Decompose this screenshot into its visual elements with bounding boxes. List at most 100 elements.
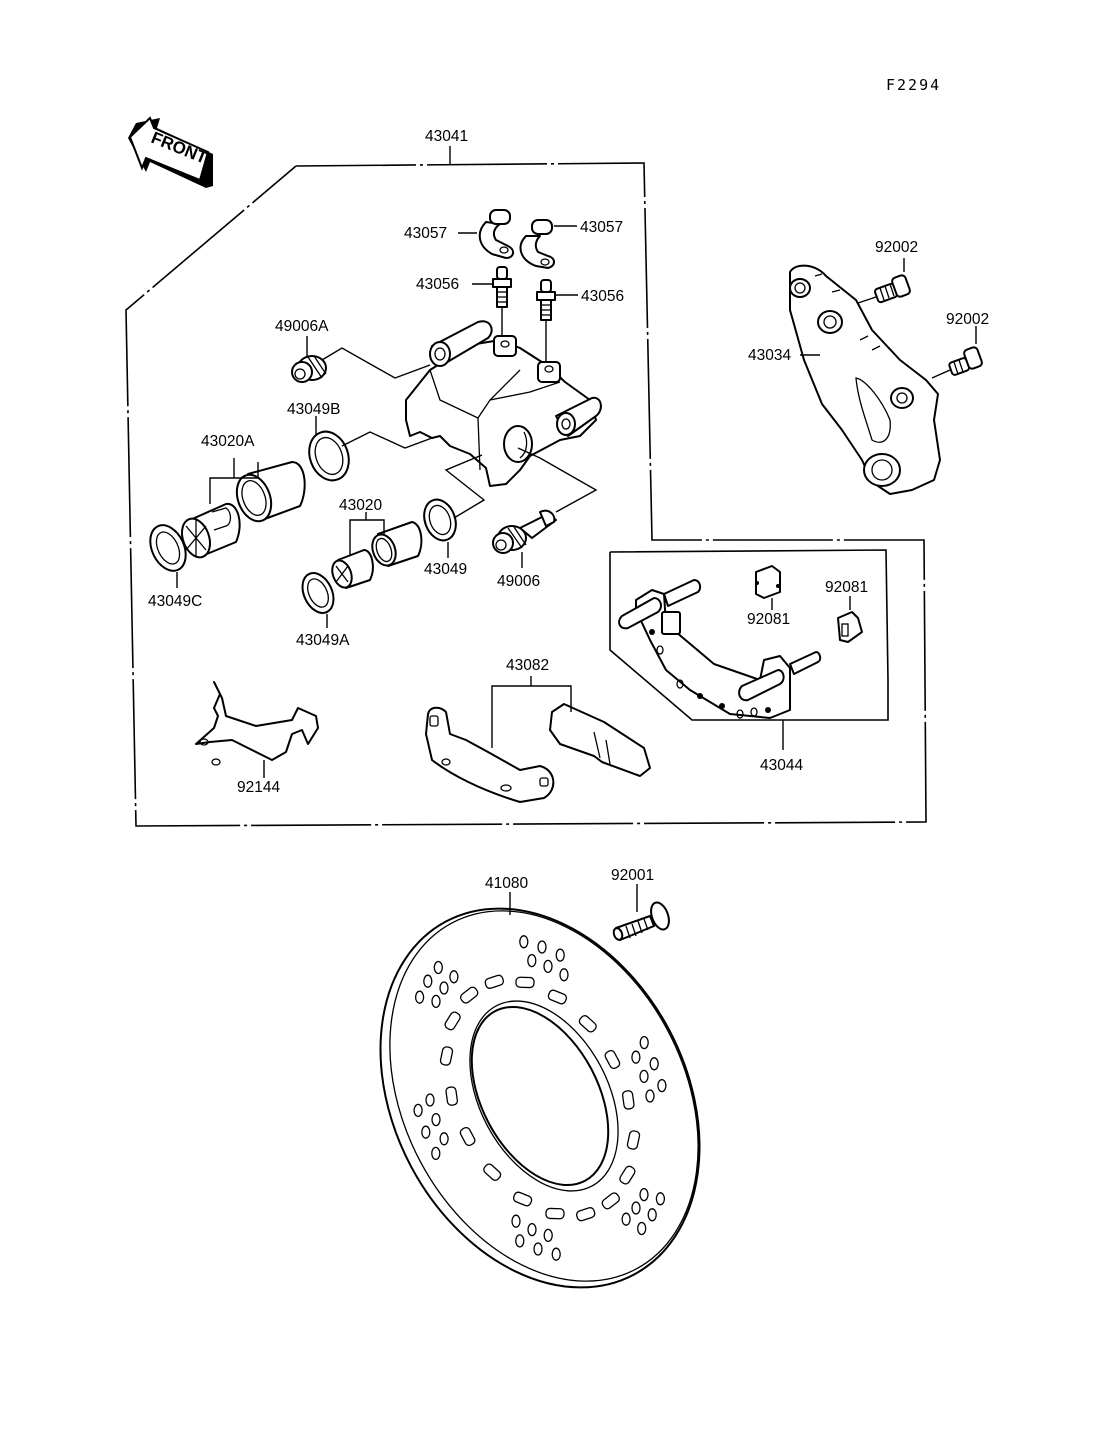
- disc-slot: [484, 974, 505, 989]
- disc-drill-hole: [631, 1201, 641, 1215]
- label-43049[interactable]: 43049: [424, 561, 467, 578]
- label-43044[interactable]: 43044: [760, 757, 803, 774]
- disc-drill-hole: [519, 935, 529, 949]
- caliper-assembly-frame: [125, 146, 927, 827]
- label-43041[interactable]: 43041: [425, 128, 468, 145]
- disc-holes: [413, 935, 667, 1261]
- disc-drill-hole: [533, 1242, 543, 1256]
- disc-drill-hole: [431, 1146, 441, 1161]
- disc-slot: [515, 976, 535, 989]
- disc-drill-hole: [527, 953, 537, 968]
- label-43057-left[interactable]: 43057: [404, 225, 447, 242]
- disc-drill-hole: [414, 990, 425, 1004]
- disc-drill-hole: [439, 981, 449, 995]
- label-43056-right[interactable]: 43056: [581, 288, 624, 305]
- seal-dust-b: [308, 430, 350, 482]
- label-43082[interactable]: 43082: [506, 657, 549, 674]
- disc-slot: [445, 1086, 459, 1106]
- disc-slot: [439, 1046, 454, 1066]
- disc-drill-hole: [425, 1093, 435, 1107]
- label-43034[interactable]: 43034: [748, 347, 791, 364]
- disc-drill-hole: [637, 1221, 647, 1236]
- label-49006[interactable]: 49006: [497, 573, 540, 590]
- disc-drill-hole: [527, 1222, 537, 1237]
- disc-drill-hole: [537, 940, 547, 954]
- disc-slot: [545, 1207, 565, 1220]
- label-92002-lower[interactable]: 92002: [946, 311, 989, 328]
- bleeder-cap-left: [478, 209, 514, 259]
- disc-drill-hole: [433, 960, 443, 975]
- disc-drill-hole: [645, 1089, 655, 1103]
- label-43056-left[interactable]: 43056: [416, 276, 459, 293]
- caliper-body: [405, 320, 602, 487]
- label-43057-right[interactable]: 43057: [580, 219, 623, 236]
- disc-drill-hole: [657, 1078, 667, 1093]
- disc-slot: [459, 986, 479, 1004]
- disc-drill-hole: [515, 1234, 525, 1248]
- boot-upper: [291, 355, 327, 383]
- disc-slot: [459, 1126, 476, 1147]
- disc-drill-hole: [639, 1035, 649, 1050]
- pad-set: [425, 703, 651, 803]
- disc-drill-hole: [421, 1125, 431, 1139]
- label-92001[interactable]: 92001: [611, 867, 654, 884]
- label-92081-right[interactable]: 92081: [825, 579, 868, 596]
- disc-drill-hole: [551, 1247, 561, 1261]
- disc-slot: [483, 1163, 502, 1181]
- disc-drill-hole: [649, 1057, 659, 1071]
- disc-slot: [575, 1207, 596, 1222]
- label-43020A[interactable]: 43020A: [201, 433, 255, 450]
- disc-drill-hole: [555, 948, 565, 962]
- disc-slot: [444, 1011, 461, 1031]
- disc-drill-hole: [431, 1112, 441, 1127]
- bleeder-cap-right: [519, 219, 555, 269]
- label-92002-upper[interactable]: 92002: [875, 239, 918, 256]
- disc-drill-hole: [511, 1214, 521, 1228]
- boot-lower: [492, 509, 557, 554]
- front-arrow-icon: FRONT: [128, 116, 213, 188]
- pad-spring: [195, 681, 319, 766]
- label-92081-top[interactable]: 92081: [747, 611, 790, 628]
- disc-drill-hole: [639, 1187, 649, 1202]
- shim-right: [837, 611, 863, 643]
- disc-slot: [604, 1049, 621, 1070]
- disc-drill-hole: [431, 994, 441, 1009]
- disc-drill-hole: [655, 1192, 666, 1206]
- label-43049C[interactable]: 43049C: [148, 593, 202, 610]
- seal-dust-c: [149, 524, 187, 572]
- label-92144[interactable]: 92144: [237, 779, 280, 796]
- disc-slot: [619, 1165, 636, 1185]
- disc-slot: [578, 1015, 597, 1033]
- piston-large: [180, 461, 306, 559]
- bleeder-valve-left: [492, 266, 512, 308]
- label-49006A[interactable]: 49006A: [275, 318, 329, 335]
- label-43049B[interactable]: 43049B: [287, 401, 340, 418]
- disc-slot: [512, 1191, 533, 1207]
- piston-small: [331, 521, 423, 589]
- bleeder-valve-right: [536, 279, 556, 321]
- disc-drill-hole: [543, 1228, 553, 1243]
- disc-slot: [547, 989, 568, 1005]
- disc-slot: [621, 1090, 635, 1110]
- disc-drill-hole: [559, 968, 569, 982]
- caliper-bracket: [618, 579, 822, 719]
- label-43049A[interactable]: 43049A: [296, 632, 350, 649]
- disc-bolt: [612, 901, 670, 941]
- disc-slot: [626, 1130, 641, 1150]
- figure-code: F2294: [886, 76, 941, 94]
- disc-drill-hole: [423, 974, 433, 988]
- brake-disc: [379, 907, 701, 1289]
- disc-drill-hole: [439, 1132, 449, 1146]
- shim-top: [755, 565, 781, 599]
- disc-drill-hole: [543, 959, 553, 974]
- label-41080[interactable]: 41080: [485, 875, 528, 892]
- disc-slot: [601, 1192, 621, 1210]
- disc-drill-hole: [647, 1208, 657, 1222]
- seal-piston: [423, 498, 457, 542]
- disc-drill-hole: [413, 1103, 423, 1118]
- bolt-upper: [874, 274, 911, 304]
- disc-drill-hole: [621, 1212, 631, 1226]
- disc-drill-hole: [449, 970, 459, 984]
- label-43020[interactable]: 43020: [339, 497, 382, 514]
